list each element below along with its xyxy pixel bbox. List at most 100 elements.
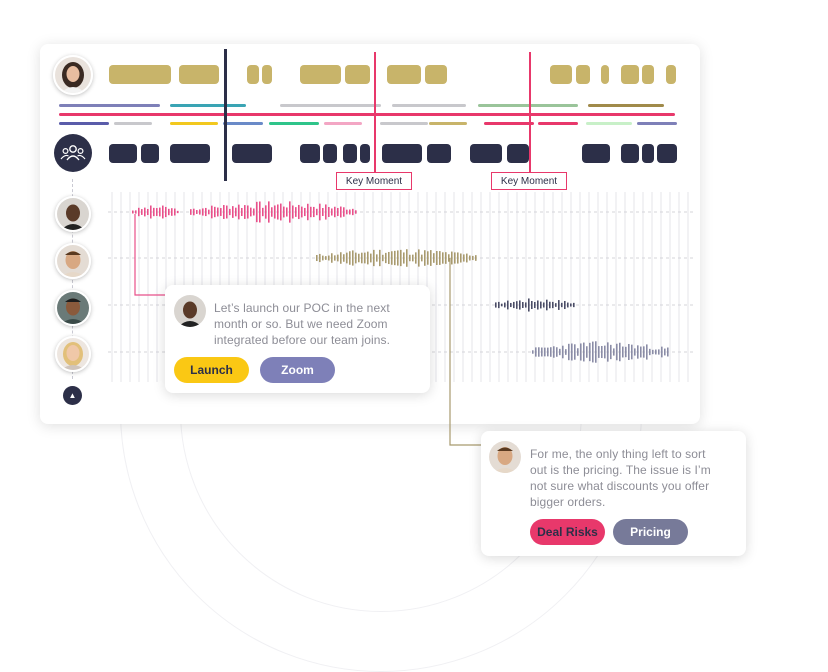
waveform-bar [525, 302, 527, 308]
waveform-bar [538, 347, 540, 357]
topic-segment[interactable] [550, 65, 572, 84]
waveform-bar [571, 343, 573, 361]
group-speaking-block[interactable] [621, 144, 639, 163]
group-speaking-block[interactable] [360, 144, 370, 163]
speaker-avatar[interactable] [55, 290, 91, 326]
waveform-bar [280, 203, 282, 221]
topic-segment[interactable] [666, 65, 676, 84]
group-speaking-block[interactable] [343, 144, 357, 163]
topic-segment[interactable] [642, 65, 654, 84]
quote-text: Let’s launch our POC in the next month o… [214, 300, 426, 348]
track-line [538, 122, 578, 125]
waveform-bar [162, 205, 164, 219]
topic-segment[interactable] [425, 65, 447, 84]
waveform-bar [463, 254, 465, 262]
group-speaking-block[interactable] [382, 144, 422, 163]
track-line [59, 104, 160, 107]
group-icon[interactable] [54, 134, 92, 172]
group-speaking-block[interactable] [141, 144, 159, 163]
waveform-bar [541, 347, 543, 357]
waveform-bar [409, 254, 411, 262]
waveform-bar [543, 302, 545, 308]
topic-segment[interactable] [247, 65, 259, 84]
topic-segment[interactable] [262, 65, 272, 84]
waveform-bar [562, 345, 564, 359]
waveform-bar [667, 347, 669, 357]
topic-segment[interactable] [345, 65, 370, 84]
track-line [478, 104, 578, 107]
waveform-bar [469, 255, 471, 261]
quote-card[interactable]: Let’s launch our POC in the next month o… [165, 285, 430, 393]
waveform-bar [628, 344, 630, 360]
waveform-bar [519, 300, 521, 310]
quote-text: For me, the only thing left to sort out … [530, 446, 742, 510]
topic-segment[interactable] [300, 65, 341, 84]
playhead[interactable] [224, 49, 227, 181]
waveform-bar [174, 208, 176, 216]
group-speaking-block[interactable] [170, 144, 210, 163]
speaker-avatar[interactable] [55, 336, 91, 372]
waveform-bar [607, 342, 609, 362]
group-speaking-block[interactable] [300, 144, 320, 163]
waveform-bar [415, 252, 417, 264]
track-line [380, 122, 428, 125]
waveform-bar [205, 207, 207, 217]
group-speaking-block[interactable] [427, 144, 451, 163]
topic-segment[interactable] [109, 65, 171, 84]
track-line [269, 122, 319, 125]
waveform-bar [214, 206, 216, 218]
topic-segment[interactable] [601, 65, 609, 84]
waveform-bar [334, 255, 336, 261]
group-speaking-block[interactable] [323, 144, 337, 163]
group-speaking-block[interactable] [232, 144, 272, 163]
waveform-bar [244, 205, 246, 219]
key-moment-line [374, 52, 376, 172]
tag-pricing[interactable]: Pricing [613, 519, 688, 545]
waveform-bar [549, 301, 551, 309]
topic-segment[interactable] [179, 65, 219, 84]
waveform-bar [328, 255, 330, 261]
track-line [429, 122, 467, 125]
host-avatar[interactable] [53, 55, 93, 95]
track-line [586, 122, 632, 125]
group-speaking-block[interactable] [657, 144, 677, 163]
speaker-avatar[interactable] [55, 243, 91, 279]
waveform-bar [211, 205, 213, 219]
waveform-bar [346, 209, 348, 215]
group-speaking-block[interactable] [507, 144, 529, 163]
waveform-bar [421, 254, 423, 262]
waveform-bar [516, 301, 518, 309]
waveform-bar [313, 206, 315, 218]
quote-line: month or so. But we need Zoom [214, 317, 388, 331]
waveform-bar [501, 303, 503, 307]
waveform-bar [640, 346, 642, 358]
waveform-bar [253, 208, 255, 216]
quote-line: not sure what discounts you offer [530, 479, 710, 493]
waveform-bar [652, 349, 654, 355]
key-moment-label[interactable]: Key Moment [336, 172, 412, 190]
topic-segment[interactable] [576, 65, 590, 84]
tag-launch[interactable]: Launch [174, 357, 249, 383]
waveform-bar [138, 207, 140, 217]
key-moment-label[interactable]: Key Moment [491, 172, 567, 190]
tag-zoom[interactable]: Zoom [260, 357, 335, 383]
tag-deal-risks[interactable]: Deal Risks [530, 519, 605, 545]
waveform-bar [229, 208, 231, 216]
quote-card[interactable]: For me, the only thing left to sort out … [481, 431, 746, 556]
triangle-up-icon[interactable]: ▲ [63, 386, 82, 405]
waveform-bar [385, 252, 387, 264]
topic-segment[interactable] [621, 65, 639, 84]
waveform-bar [355, 252, 357, 264]
quote-line: bigger orders. [530, 495, 606, 509]
group-speaking-block[interactable] [109, 144, 137, 163]
quote-line: out is the pricing. The issue is I’m [530, 463, 711, 477]
waveform-bar [132, 210, 134, 214]
waveform-bar [619, 342, 621, 362]
group-speaking-block[interactable] [642, 144, 654, 163]
speaker-avatar[interactable] [55, 196, 91, 232]
group-speaking-block[interactable] [470, 144, 502, 163]
waveform-bar [361, 252, 363, 264]
topic-segment[interactable] [387, 65, 421, 84]
group-speaking-block[interactable] [582, 144, 610, 163]
waveform-bar [610, 344, 612, 360]
